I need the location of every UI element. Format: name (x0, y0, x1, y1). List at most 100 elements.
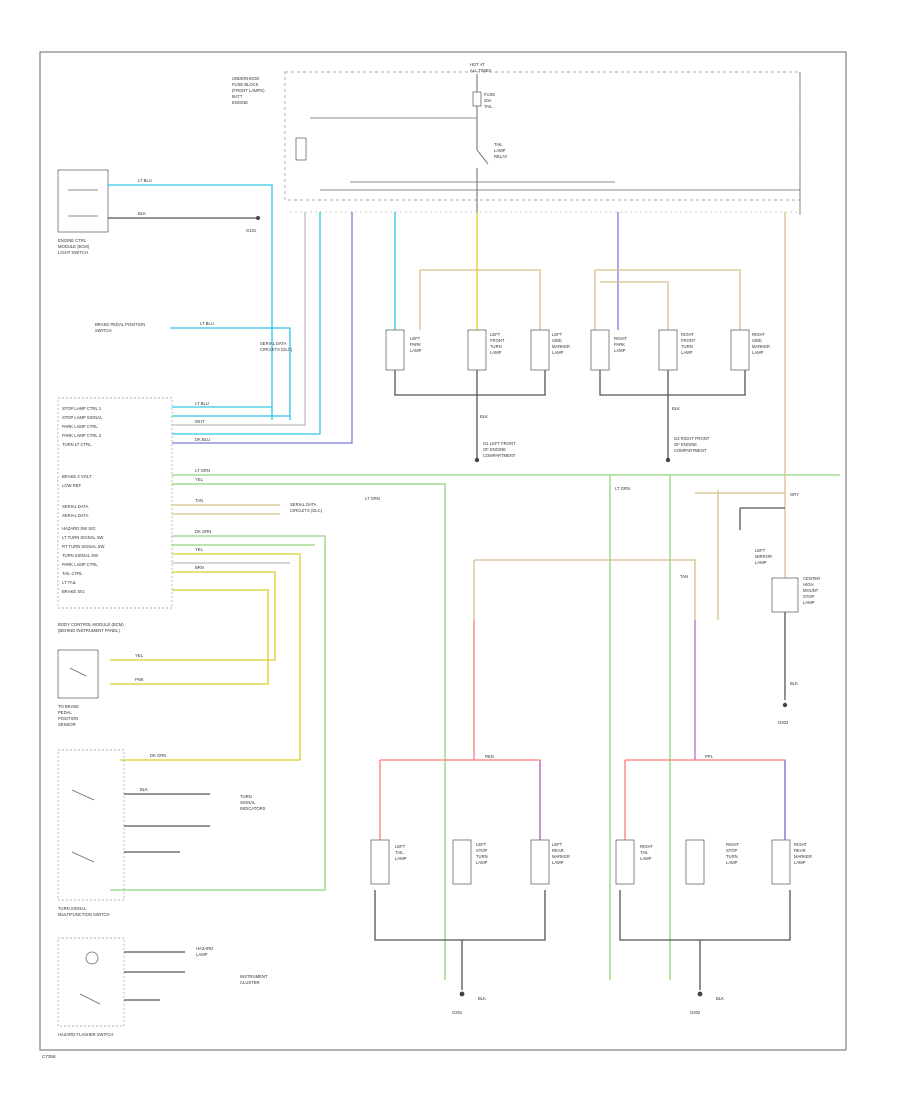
svg-text:INSTRUMENT: INSTRUMENT (240, 974, 268, 979)
svg-text:SERIAL DATA: SERIAL DATA (290, 502, 317, 507)
svg-text:STOP: STOP (726, 848, 738, 853)
svg-text:LAMP: LAMP (494, 148, 506, 153)
svg-text:CIRCUITS (DLC): CIRCUITS (DLC) (260, 347, 293, 352)
svg-text:BLK: BLK (790, 681, 798, 686)
svg-text:LAMP: LAMP (614, 348, 626, 353)
svg-text:TURN: TURN (681, 344, 693, 349)
svg-text:LOW REF: LOW REF (62, 483, 82, 488)
svg-text:BLK: BLK (138, 211, 146, 216)
left-park-lamp: LEFT PARK LAMP (385, 329, 422, 371)
svg-text:YEL: YEL (195, 477, 204, 482)
svg-text:CLUSTER: CLUSTER (240, 980, 260, 985)
svg-text:TURN SIGNAL SW: TURN SIGNAL SW (62, 553, 98, 558)
svg-text:ENGINE CTRL: ENGINE CTRL (58, 238, 87, 243)
svg-text:LAMP: LAMP (755, 560, 767, 565)
left-side-marker-lamp: LEFT SIDE MARKER LAMP (530, 329, 570, 371)
svg-text:SERIAL DATA: SERIAL DATA (62, 513, 89, 518)
svg-text:TURN: TURN (490, 344, 502, 349)
svg-text:BRAKE 2 VOLT: BRAKE 2 VOLT (62, 474, 92, 479)
body-control-module: STOP LAMP CTRL 1 STOP LAMP SIGNAL PARK L… (57, 397, 173, 633)
svg-text:LAMP: LAMP (681, 350, 693, 355)
svg-text:LT TURN SIGNAL SW: LT TURN SIGNAL SW (62, 535, 104, 540)
svg-text:SIDE: SIDE (752, 338, 762, 343)
svg-text:STOP LAMP SIGNAL: STOP LAMP SIGNAL (62, 415, 103, 420)
svg-text:MULTIFUNCTION SWITCH: MULTIFUNCTION SWITCH (58, 912, 110, 917)
svg-text:ENGINE: ENGINE (232, 100, 248, 105)
svg-text:LAMP: LAMP (794, 860, 806, 865)
svg-text:RIGHT: RIGHT (614, 336, 627, 341)
svg-text:LAMP: LAMP (803, 600, 815, 605)
right-front-turn-lamp: RIGHT FRONT TURN LAMP (658, 329, 696, 371)
svg-text:SIDE: SIDE (552, 338, 562, 343)
svg-text:RIGHT: RIGHT (681, 332, 694, 337)
brake-pedal-switch: TO BRAKE PEDAL POSITION SENSOR (57, 649, 99, 727)
center-high-mount-stop-lamp: CENTER HIGH MOUNT STOP LAMP (771, 576, 820, 613)
ground-symbol-g1 (474, 457, 480, 463)
svg-text:MODULE (ECM): MODULE (ECM) (58, 244, 90, 249)
svg-text:LAMP: LAMP (476, 860, 488, 865)
svg-text:SWITCH: SWITCH (95, 328, 112, 333)
svg-text:TURN: TURN (240, 794, 252, 799)
svg-text:PARK: PARK (614, 342, 625, 347)
svg-text:MARKER: MARKER (552, 344, 570, 349)
svg-text:BRAKE SIG: BRAKE SIG (62, 589, 85, 594)
svg-text:PARK LAMP CTRL: PARK LAMP CTRL (62, 424, 98, 429)
svg-text:RT TURN SIGNAL SW: RT TURN SIGNAL SW (62, 544, 104, 549)
ground-symbol-g2 (665, 457, 671, 463)
right-park-lamp: RIGHT PARK LAMP (590, 329, 627, 371)
svg-text:LEFT: LEFT (476, 842, 487, 847)
svg-text:G301: G301 (452, 1010, 463, 1015)
svg-text:RIGHT: RIGHT (752, 332, 765, 337)
tail-relay-switch (476, 149, 489, 165)
svg-text:DK BLU: DK BLU (195, 437, 210, 442)
right-side-marker-lamp: RIGHT SIDE MARKER LAMP (730, 329, 770, 371)
svg-text:MOUNT: MOUNT (803, 588, 819, 593)
svg-text:TO BRAKE: TO BRAKE (58, 704, 79, 709)
svg-text:LEFT: LEFT (552, 332, 563, 337)
svg-text:PARK LAMP CTRL: PARK LAMP CTRL (62, 562, 98, 567)
svg-text:FRONT: FRONT (490, 338, 505, 343)
left-front-turn-lamp: LEFT FRONT TURN LAMP (467, 329, 505, 371)
ground-symbol-g302 (697, 991, 703, 997)
diagram-frame (39, 51, 847, 1051)
svg-text:TAN: TAN (195, 498, 203, 503)
svg-text:LEFT: LEFT (410, 336, 421, 341)
engine-control-module: ENGINE CTRL MODULE (ECM) LIGHT SWITCH (57, 169, 109, 255)
svg-text:TAIL: TAIL (484, 104, 493, 109)
svg-text:REAR: REAR (794, 848, 806, 853)
svg-text:(FRONT LAMPS): (FRONT LAMPS) (232, 88, 265, 93)
svg-text:LT BLU: LT BLU (195, 401, 209, 406)
svg-text:OF ENGINE: OF ENGINE (483, 447, 506, 452)
svg-text:GRY: GRY (790, 492, 799, 497)
svg-text:PPL: PPL (705, 754, 714, 759)
footer-code: C7356 (42, 1054, 56, 1059)
svg-text:LAMP: LAMP (196, 952, 208, 957)
svg-text:RELAY: RELAY (494, 154, 508, 159)
svg-text:LAMP: LAMP (410, 348, 422, 353)
svg-text:(BEHIND INSTRUMENT PANEL): (BEHIND INSTRUMENT PANEL) (58, 628, 120, 633)
right-tail-lamp: RIGHT TAIL LAMP (615, 839, 653, 885)
svg-text:LAMP: LAMP (552, 860, 564, 865)
svg-text:STOP LAMP CTRL 1: STOP LAMP CTRL 1 (62, 406, 102, 411)
svg-text:HAZARD: HAZARD (196, 946, 213, 951)
svg-text:BATT: BATT (232, 94, 243, 99)
svg-text:LT GRN: LT GRN (195, 468, 210, 473)
svg-text:MARKER: MARKER (794, 854, 812, 859)
svg-text:LAMP: LAMP (726, 860, 738, 865)
svg-text:G303: G303 (778, 720, 789, 725)
svg-text:TAIL: TAIL (395, 850, 404, 855)
left-rear-marker-lamp: LEFT REAR MARKER LAMP (530, 839, 570, 885)
svg-text:LEFT: LEFT (395, 844, 406, 849)
svg-text:REAR: REAR (552, 848, 564, 853)
ground-symbol-g301 (459, 991, 465, 997)
svg-text:COMPARTMENT: COMPARTMENT (483, 453, 516, 458)
svg-text:LEFT: LEFT (755, 548, 766, 553)
svg-text:SERIAL DATA: SERIAL DATA (260, 341, 287, 346)
svg-text:TAIL: TAIL (494, 142, 503, 147)
svg-text:LAMP: LAMP (490, 350, 502, 355)
svg-text:HAZARD SW SIG: HAZARD SW SIG (62, 526, 96, 531)
svg-text:COMPARTMENT: COMPARTMENT (674, 448, 707, 453)
svg-text:PEDAL: PEDAL (58, 710, 72, 715)
svg-text:BODY CONTROL MODULE (BCM): BODY CONTROL MODULE (BCM) (58, 622, 124, 627)
